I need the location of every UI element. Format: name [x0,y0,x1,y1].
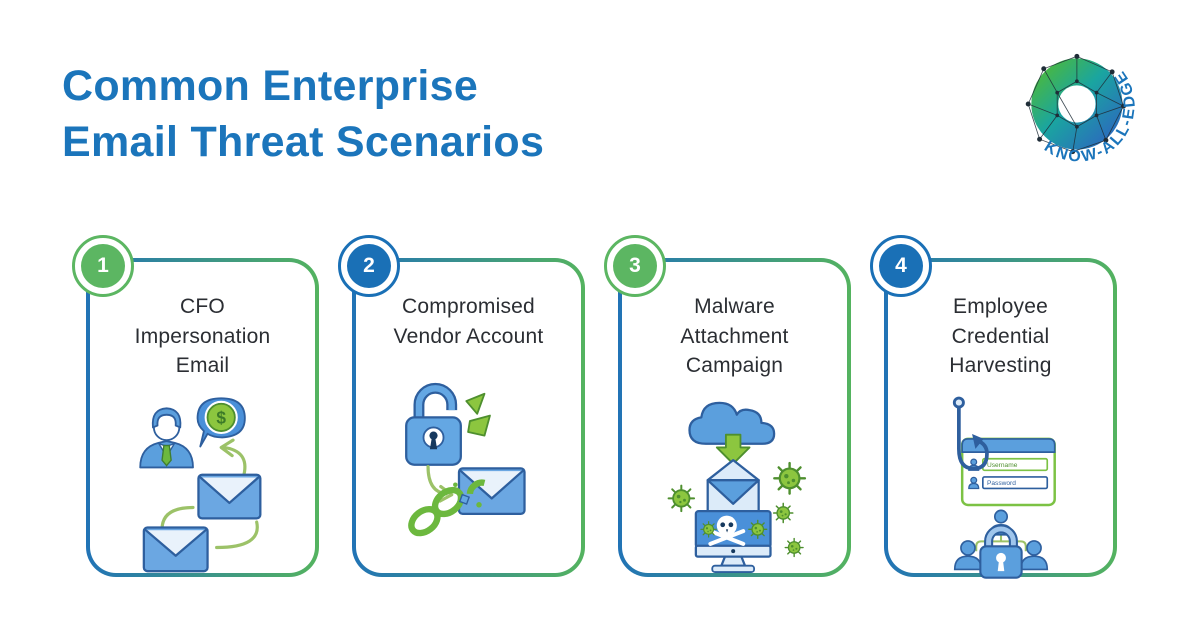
dollar-speech-bubble-icon: $ [196,396,246,447]
badge-number: 3 [613,244,657,288]
businessman-icon [138,406,194,468]
broken-shards [464,392,491,437]
employee-group-lock-icon [953,509,1048,579]
password-field [981,475,1048,489]
know-all-edge-logo: KNOW-ALL-EDGE [1000,46,1160,191]
threat-cards-row: 1 CFO Impersonation Email $ [72,235,1117,579]
skull-icon [707,515,745,546]
number-badge: 4 [870,235,932,297]
padlock-icon [978,523,1023,579]
email-envelope-icon [457,467,526,516]
cfo-impersonation-email-icon: $ [90,391,315,573]
network-nodes [1025,53,1126,155]
username-label: Username [986,462,1017,469]
malware-cloud-monitor-icon [622,391,847,573]
card-title: Compromised Vendor Account [393,295,544,348]
badge-number: 2 [347,244,391,288]
download-arrow-icon [715,433,750,465]
card-cfo-impersonation: 1 CFO Impersonation Email $ [72,235,319,577]
phishing-hook-icon [952,396,989,471]
badge-number: 1 [81,244,125,288]
logo-torus-icon: KNOW-ALL-EDGE [1025,53,1137,166]
card-title: Malware Attachment Campaign [680,295,789,377]
card-compromised-vendor: 2 Compromised Vendor Account [338,235,585,577]
password-label: Password [986,480,1015,487]
number-badge: 2 [338,235,400,297]
broken-padlock-icon [404,382,462,466]
page-title-line2: Email Threat Scenarios [62,118,545,166]
email-envelope-icon [196,473,261,520]
exchange-arrows [159,438,259,549]
phishing-credentials-icon: Username Password [888,391,1113,581]
page-title: Common Enterprise Email Threat Scenarios [62,58,544,170]
login-form-icon: Username Password [960,437,1056,506]
broken-lock-chain-email-icon [356,361,581,543]
number-badge: 3 [604,235,666,297]
cloud-icon [687,401,775,445]
broken-chain-icon [407,479,485,537]
email-envelope-icon [706,458,760,520]
dollar-sign: $ [216,407,226,427]
card-title: CFO Impersonation Email [134,295,271,377]
skull-monitor-icon [694,509,772,573]
card-title: Employee Credential Harvesting [949,295,1052,377]
number-badge: 1 [72,235,134,297]
email-envelope-icon [142,525,209,572]
card-malware-attachment: 3 Malware Attachment Campaign [604,235,851,577]
card-credential-harvesting: 4 Employee Credential Harvesting Usernam… [870,235,1117,579]
page-title-line1: Common Enterprise [62,62,479,110]
badge-number: 4 [879,244,923,288]
